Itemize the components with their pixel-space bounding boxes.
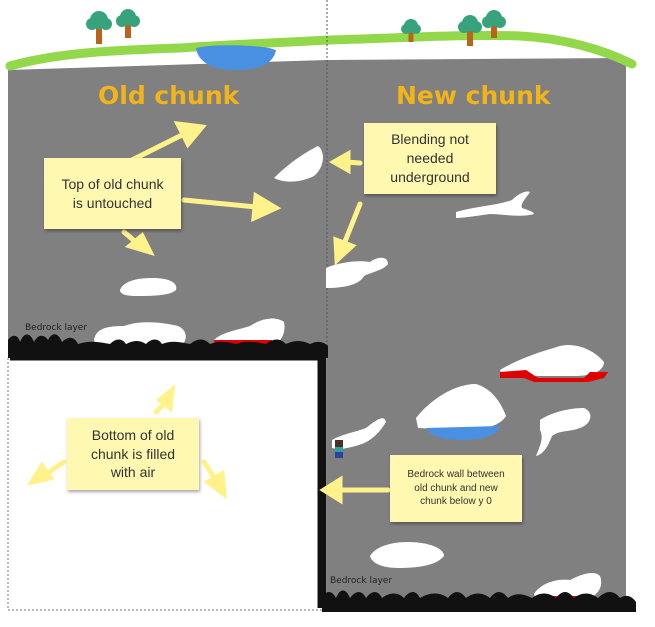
note-blending: Blending not needed underground xyxy=(364,123,496,194)
surface-pond xyxy=(196,45,276,70)
cave xyxy=(274,146,323,182)
cave xyxy=(416,384,506,430)
note-bottom-air-text: Bottom of old chunk is filled with air xyxy=(90,426,176,481)
bedrock-layer-label-old: Bedrock layer xyxy=(25,323,88,333)
player-icon xyxy=(335,440,343,458)
tree-icon xyxy=(401,19,421,42)
cave xyxy=(120,278,177,296)
cave xyxy=(456,191,534,218)
tree-icon xyxy=(458,15,482,46)
water-pool xyxy=(426,426,500,440)
arrow-icon xyxy=(333,201,363,266)
cave xyxy=(534,573,602,600)
note-bedrock-wall: Bedrock wall between old chunk and new c… xyxy=(390,455,522,522)
note-top-untouched-text: Top of old chunk is untouched xyxy=(61,175,164,211)
arrow-icon xyxy=(153,384,176,415)
bedrock-layer-new xyxy=(322,590,636,612)
note-bedrock-wall-text: Bedrock wall between old chunk and new c… xyxy=(407,469,505,508)
cave xyxy=(500,344,604,376)
grass-surface xyxy=(5,30,637,71)
cave xyxy=(370,542,444,568)
bedrock-layer-label-new: Bedrock layer xyxy=(330,576,393,586)
cave xyxy=(326,257,388,288)
tree-icon xyxy=(482,10,506,38)
tree-icon xyxy=(116,9,140,38)
note-top-untouched: Top of old chunk is untouched xyxy=(44,158,181,229)
lava-pool xyxy=(500,370,608,382)
arrow-icon xyxy=(181,191,282,223)
bedrock-wall xyxy=(10,351,327,608)
arrow-icon xyxy=(328,149,363,175)
cave xyxy=(214,318,285,346)
arrow-icon xyxy=(319,475,391,505)
tree-icon xyxy=(86,11,112,44)
arrow-icon xyxy=(26,459,67,486)
old-chunk-outline xyxy=(7,358,322,611)
new-chunk-heading: New chunk xyxy=(396,81,551,110)
cave xyxy=(332,418,386,449)
note-blending-text: Blending not needed underground xyxy=(390,131,470,185)
arrow-icon xyxy=(121,229,155,257)
old-chunk-heading: Old chunk xyxy=(98,81,240,110)
arrow-icon xyxy=(129,120,207,163)
arrow-icon xyxy=(201,459,228,500)
cave xyxy=(536,408,591,456)
note-bottom-air: Bottom of old chunk is filled with air xyxy=(67,418,199,490)
